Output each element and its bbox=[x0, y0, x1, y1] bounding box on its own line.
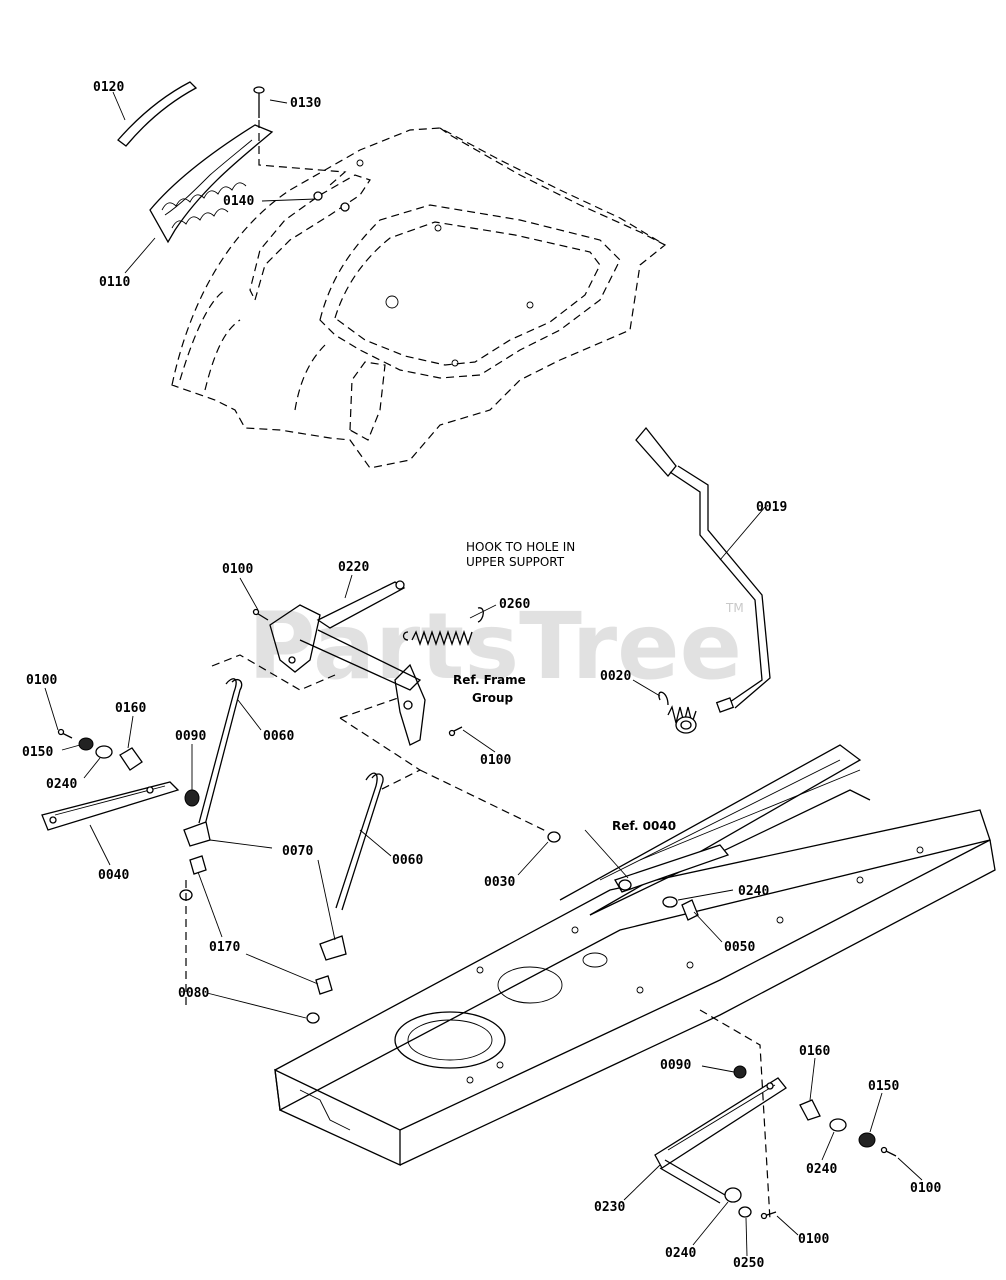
note-ref-frame-line1: Ref. Frame bbox=[453, 673, 526, 687]
label-0050: 0050 bbox=[724, 940, 755, 955]
label-0250: 0250 bbox=[733, 1256, 764, 1271]
ref-0040-lift-arm bbox=[614, 844, 730, 893]
label-0150-a: 0150 bbox=[22, 745, 53, 760]
fender-hole bbox=[434, 224, 442, 232]
part-0240-bushing bbox=[95, 745, 113, 759]
part-0080-nut bbox=[306, 1012, 320, 1024]
part-0150-washer bbox=[78, 737, 94, 751]
part-0240-bushing bbox=[829, 1118, 847, 1132]
part-0130-pin bbox=[253, 86, 265, 118]
part-0100-bolt-b bbox=[448, 726, 463, 737]
label-0060-a: 0060 bbox=[263, 729, 294, 744]
label-0170: 0170 bbox=[209, 940, 240, 955]
label-0160-b: 0160 bbox=[799, 1044, 830, 1059]
label-0020: 0020 bbox=[600, 669, 631, 684]
part-0120-tape-strip bbox=[117, 81, 198, 147]
leader-lines bbox=[44, 91, 923, 1257]
part-0070-block bbox=[183, 821, 211, 847]
part-0050-bolt bbox=[681, 899, 699, 921]
label-0130: 0130 bbox=[290, 96, 321, 111]
part-0090-nut bbox=[184, 789, 200, 807]
part-0100-bolt-c bbox=[57, 728, 73, 739]
part-0170-spacer bbox=[315, 975, 333, 995]
note-ref-0040: Ref. 0040 bbox=[612, 819, 676, 833]
fender-assembly bbox=[171, 127, 667, 469]
part-0090-nut bbox=[733, 1065, 747, 1079]
watermark-text: PartsTree bbox=[248, 593, 742, 700]
label-0260: 0260 bbox=[499, 597, 530, 612]
label-0030: 0030 bbox=[484, 875, 515, 890]
label-0019: 0019 bbox=[756, 500, 787, 515]
label-0090-a: 0090 bbox=[175, 729, 206, 744]
watermark-trademark: TM bbox=[725, 601, 744, 615]
right-lift-arm-group bbox=[654, 1009, 897, 1221]
part-0250-washer bbox=[738, 1206, 752, 1218]
part-0030-washer bbox=[547, 831, 561, 843]
part-0230-lift-shaft-arm bbox=[654, 1077, 787, 1169]
frame-assembly bbox=[274, 744, 996, 1167]
label-0060-b: 0060 bbox=[392, 853, 423, 868]
label-0240-a: 0240 bbox=[46, 777, 77, 792]
label-0240-c: 0240 bbox=[806, 1162, 837, 1177]
part-0060-rod-rear bbox=[335, 772, 384, 911]
part-0140-nut bbox=[313, 191, 323, 201]
fender-hole bbox=[526, 301, 534, 309]
label-0240-b: 0240 bbox=[738, 884, 769, 899]
part-0100-bolt-a bbox=[252, 608, 269, 621]
label-0140: 0140 bbox=[223, 194, 254, 209]
label-0230: 0230 bbox=[594, 1200, 625, 1215]
part-0100-bolt-e bbox=[760, 1211, 777, 1220]
label-0100-c: 0100 bbox=[26, 673, 57, 688]
part-0150-washer bbox=[858, 1132, 876, 1148]
label-0040: 0040 bbox=[98, 868, 129, 883]
part-0170-spacer bbox=[189, 855, 207, 875]
label-0240-d: 0240 bbox=[665, 1246, 696, 1261]
label-0110: 0110 bbox=[99, 275, 130, 290]
part-0070-block bbox=[319, 935, 347, 961]
part-0240-bushing bbox=[662, 896, 678, 908]
part-0100-bolt-d bbox=[880, 1146, 897, 1157]
left-lift-arm-group bbox=[41, 737, 200, 831]
part-0240-bushing bbox=[724, 1187, 742, 1203]
part-0040-lift-arm bbox=[41, 781, 180, 831]
label-0070: 0070 bbox=[282, 844, 313, 859]
fender-hole bbox=[385, 295, 399, 309]
label-0120: 0120 bbox=[93, 80, 124, 95]
label-0160-a: 0160 bbox=[115, 701, 146, 716]
note-hook-line2: UPPER SUPPORT bbox=[466, 555, 565, 569]
label-0100-d: 0100 bbox=[910, 1181, 941, 1196]
part-0160-pin bbox=[799, 1099, 821, 1121]
label-0100-e: 0100 bbox=[798, 1232, 829, 1247]
part-0140-nut bbox=[340, 202, 350, 212]
label-0080: 0080 bbox=[178, 986, 209, 1001]
label-0220: 0220 bbox=[338, 560, 369, 575]
label-0100-a: 0100 bbox=[222, 562, 253, 577]
part-0220-link bbox=[316, 580, 406, 629]
fender-hole bbox=[451, 359, 459, 367]
part-0020-spring bbox=[658, 691, 697, 734]
label-0090-b: 0090 bbox=[660, 1058, 691, 1073]
part-0060-rod-front bbox=[198, 678, 243, 826]
part-0160-pin bbox=[119, 747, 143, 771]
lift-bracket-assembly bbox=[269, 604, 426, 746]
part-0110-height-plate bbox=[149, 124, 274, 244]
part-labels: 0120 0130 0140 0110 0019 0100 0220 0260 … bbox=[22, 80, 941, 1271]
part-0260-spring bbox=[402, 607, 484, 647]
note-ref-frame-line2: Group bbox=[472, 691, 514, 705]
part-0019-lift-handle bbox=[635, 426, 771, 713]
note-hook-line1: HOOK TO HOLE IN bbox=[466, 540, 575, 554]
label-0100-b: 0100 bbox=[480, 753, 511, 768]
fender-hole bbox=[356, 159, 364, 167]
label-0150-b: 0150 bbox=[868, 1079, 899, 1094]
